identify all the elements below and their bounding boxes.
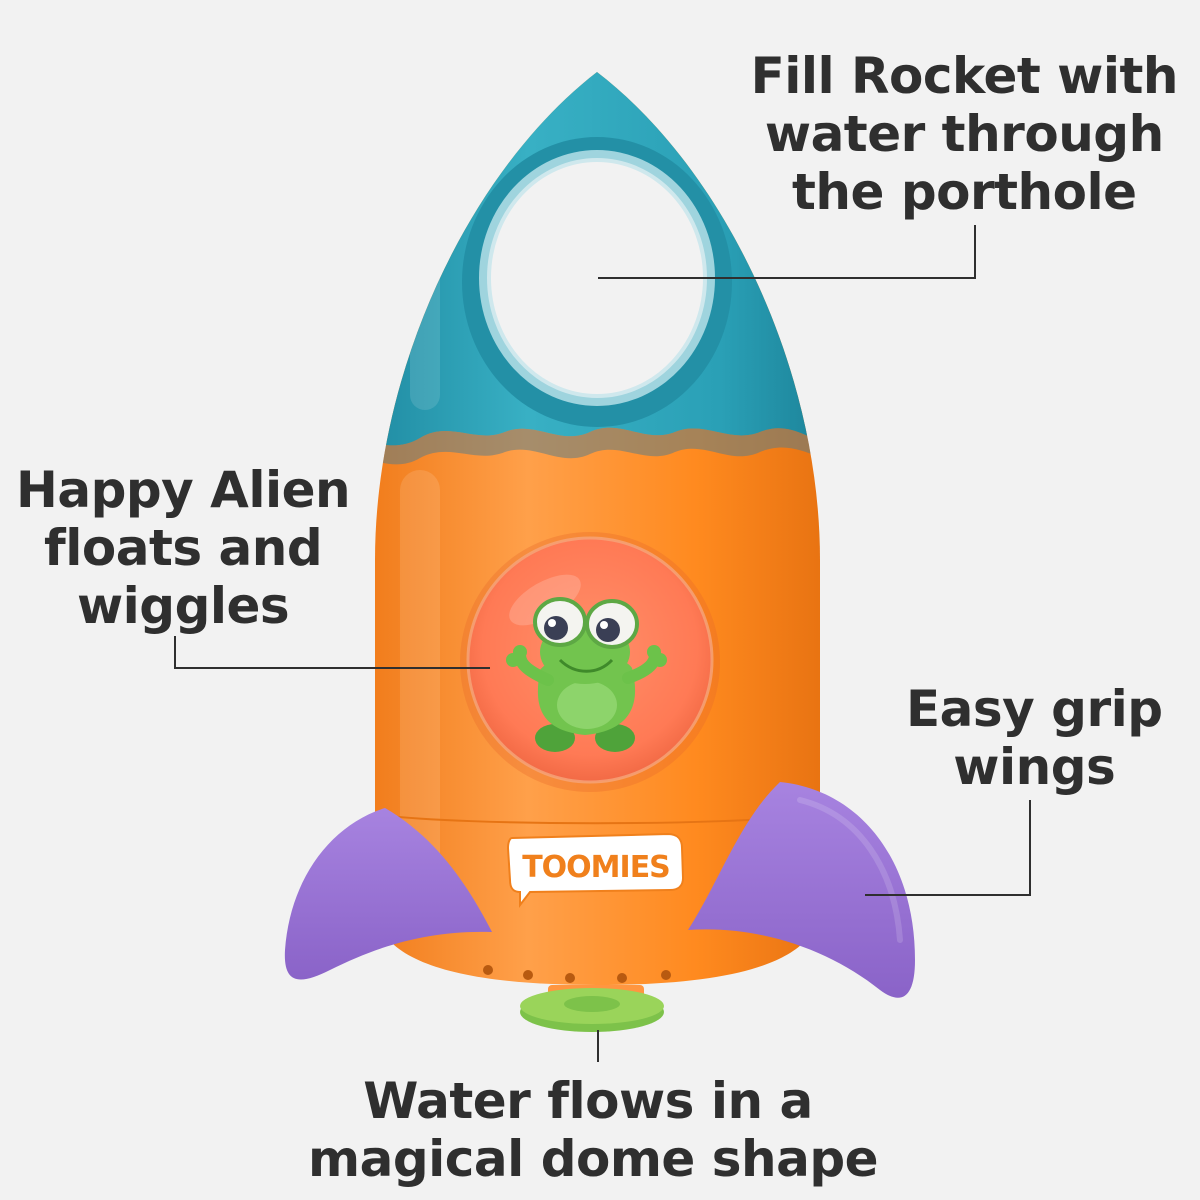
annotation-alien-line-3: wiggles xyxy=(76,577,290,635)
brand-logo: TOOMIES xyxy=(506,832,685,908)
leader-line-wings xyxy=(865,800,1031,896)
annotation-alien-line-1: Happy Alien xyxy=(16,461,351,519)
alien-character-icon xyxy=(506,597,667,752)
annotation-wings-line-2: wings xyxy=(953,738,1116,796)
annotation-water-line-1: Water flows in a xyxy=(363,1072,813,1130)
annotation-fill-line-3: the porthole xyxy=(792,163,1137,221)
leader-lines xyxy=(174,225,1031,1062)
right-wing xyxy=(688,782,915,998)
leader-line-alien xyxy=(174,636,490,669)
annotation-easy-grip-wings: Easy grip wings xyxy=(906,680,1163,796)
annotation-happy-alien: Happy Alien floats and wiggles xyxy=(16,461,351,635)
annotation-fill-line-1: Fill Rocket with xyxy=(750,47,1179,105)
annotation-fill-line-2: water through xyxy=(764,105,1164,163)
water-outlet-holes xyxy=(483,965,671,983)
annotation-water-line-2: magical dome shape xyxy=(308,1130,879,1188)
annotation-water-dome: Water flows in a magical dome shape xyxy=(308,1072,879,1188)
annotation-wings-line-1: Easy grip xyxy=(906,680,1163,738)
annotation-fill-porthole: Fill Rocket with water through the porth… xyxy=(750,47,1179,221)
water-valve xyxy=(520,985,664,1032)
brand-logo-text: TOOMIES xyxy=(522,850,670,885)
left-wing xyxy=(284,808,492,980)
annotation-alien-line-2: floats and xyxy=(43,519,323,577)
leader-line-fill xyxy=(598,225,976,279)
porthole xyxy=(462,137,732,427)
